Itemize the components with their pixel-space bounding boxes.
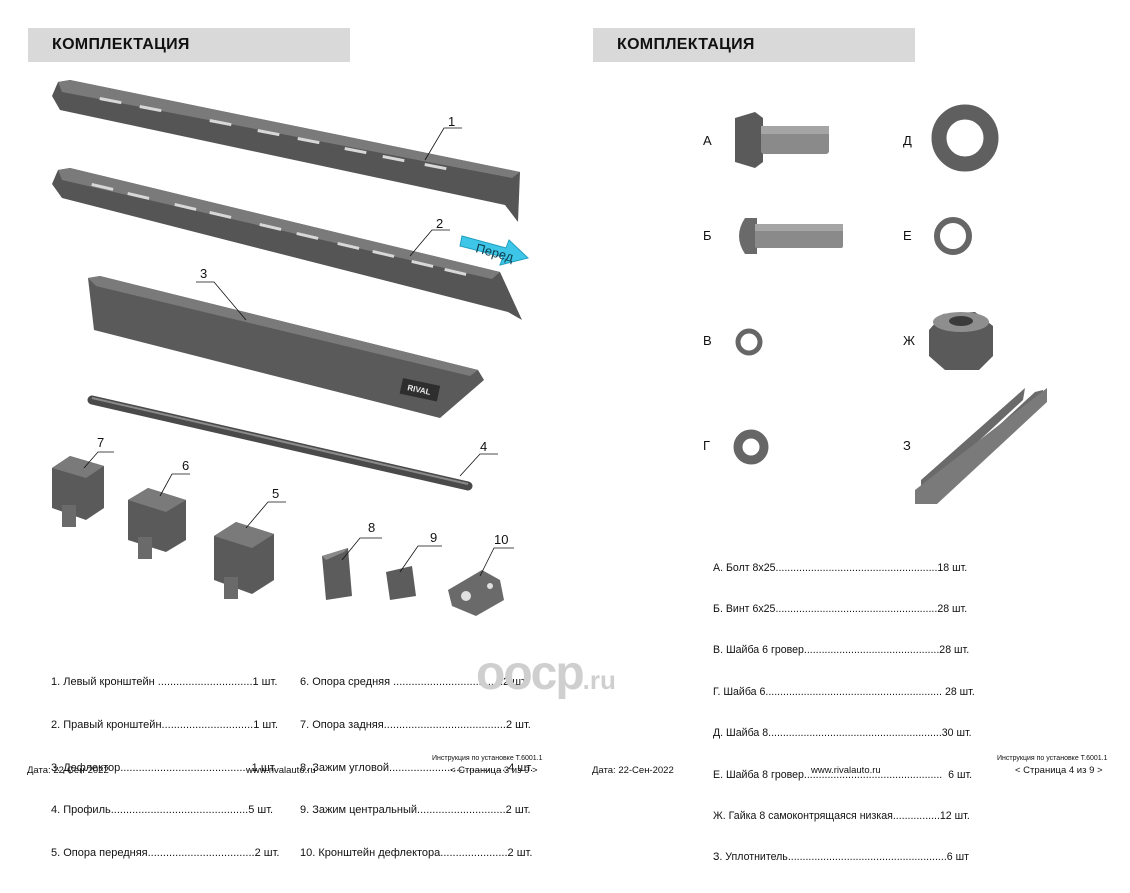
footer-page-number: < Страница 3 из 9 >: [450, 765, 538, 776]
list-item: 10. Кронштейн дефлектора................…: [300, 846, 533, 859]
watermark-main-text: oocp: [476, 647, 585, 700]
spring-washer-8-icon: [934, 217, 972, 255]
part-7-rear-support: [52, 456, 104, 527]
washer-6-icon: [733, 429, 769, 465]
part-3-deflector: RIVAL: [88, 276, 484, 418]
label-v: В: [703, 333, 712, 348]
list-item: 2. Правый кронштейн.....................…: [51, 719, 279, 732]
footer-site-link[interactable]: www.rivalauto.ru: [246, 765, 316, 776]
right-page: КОМПЛЕКТАЦИЯ А Б В Г Д Е Ж З: [565, 0, 1130, 863]
part-5-front-support: [214, 522, 274, 599]
label-d: Д: [903, 133, 912, 148]
footer-doc-title: Инструкция по установке T.6001.1: [997, 755, 1108, 762]
callout-4: 4: [480, 439, 487, 454]
label-g: Г: [703, 438, 710, 453]
list-item: 3. Дефлектор............................…: [51, 761, 277, 774]
callout-3: 3: [200, 266, 207, 281]
callout-6: 6: [182, 458, 189, 473]
list-item: В. Шайба 6 гровер.......................…: [713, 644, 970, 657]
part-10-deflector-bracket: [448, 570, 504, 616]
list-item: 1. Левый кронштейн .....................…: [51, 676, 278, 689]
list-item: 5. Опора передняя.......................…: [51, 846, 280, 859]
screw-6x25-icon: [739, 218, 843, 254]
lock-nut-icon: [929, 312, 993, 370]
right-page-title: КОМПЛЕКТАЦИЯ: [593, 28, 915, 62]
list-item: Б. Винт 6x25............................…: [713, 602, 968, 615]
label-zh: Ж: [903, 333, 915, 348]
list-item: Г. Шайба 6..............................…: [713, 685, 975, 698]
part-2-right-bracket: [52, 168, 522, 320]
callout-7: 7: [97, 435, 104, 450]
list-item: А. Болт 8x25............................…: [713, 561, 968, 574]
watermark-suffix-text: .ru: [582, 665, 616, 695]
right-hardware-illustration: А Б В Г Д Е Ж З: [703, 104, 1047, 504]
label-e: Е: [903, 228, 912, 243]
callout-9: 9: [430, 530, 437, 545]
washer-8-icon: [931, 104, 999, 172]
callout-1: 1: [448, 114, 455, 129]
list-item: 4. Профиль..............................…: [51, 804, 274, 817]
footer-site-link[interactable]: www.rivalauto.ru: [811, 765, 881, 776]
part-8-corner-clamp: [322, 548, 352, 600]
callout-2: 2: [436, 216, 443, 231]
watermark-logo: oocp.ru: [476, 646, 616, 701]
left-parts-illustration: Перед RIVAL: [52, 80, 530, 616]
footer-page-number: < Страница 4 из 9 >: [1015, 765, 1103, 776]
forward-arrow-icon: Перед: [459, 235, 530, 266]
list-item: 6. Опора средняя .......................…: [300, 676, 529, 689]
list-item: Ж. Гайка 8 самоконтрящаяся низкая.......…: [713, 809, 970, 822]
list-item: Д. Шайба 8..............................…: [713, 727, 972, 740]
callout-8: 8: [368, 520, 375, 535]
list-item: 8. Зажим угловой........................…: [300, 761, 534, 774]
callout-10: 10: [494, 532, 508, 547]
label-b: Б: [703, 228, 712, 243]
part-6-middle-support: [128, 488, 186, 559]
label-a: А: [703, 133, 712, 148]
callout-leaders: [83, 127, 514, 577]
list-item: Е. Шайба 8 гровер.......................…: [713, 768, 973, 781]
list-item: 7. Опора задняя.........................…: [300, 719, 531, 732]
callout-5: 5: [272, 486, 279, 501]
footer-date: Дата: 22-Сен-2022: [27, 765, 109, 776]
part-9-central-clamp: [386, 566, 416, 600]
bolt-8x25-icon: [735, 112, 829, 168]
part-4-profile: [87, 395, 473, 491]
list-item: 9. Зажим центральный....................…: [300, 804, 531, 817]
seal-profile-icon: [915, 388, 1047, 504]
list-item: З. Уплотнитель..........................…: [713, 851, 969, 864]
spring-washer-6-icon: [735, 328, 763, 356]
footer-doc-title: Инструкция по установке T.6001.1: [432, 755, 543, 762]
footer-date: Дата: 22-Сен-2022: [592, 765, 674, 776]
left-page: КОМПЛЕКТАЦИЯ: [0, 0, 565, 859]
left-page-title: КОМПЛЕКТАЦИЯ: [28, 28, 350, 62]
hardware-list: А. Болт 8x25............................…: [713, 534, 975, 893]
part-1-left-bracket: [52, 80, 520, 222]
label-z: З: [903, 438, 911, 453]
